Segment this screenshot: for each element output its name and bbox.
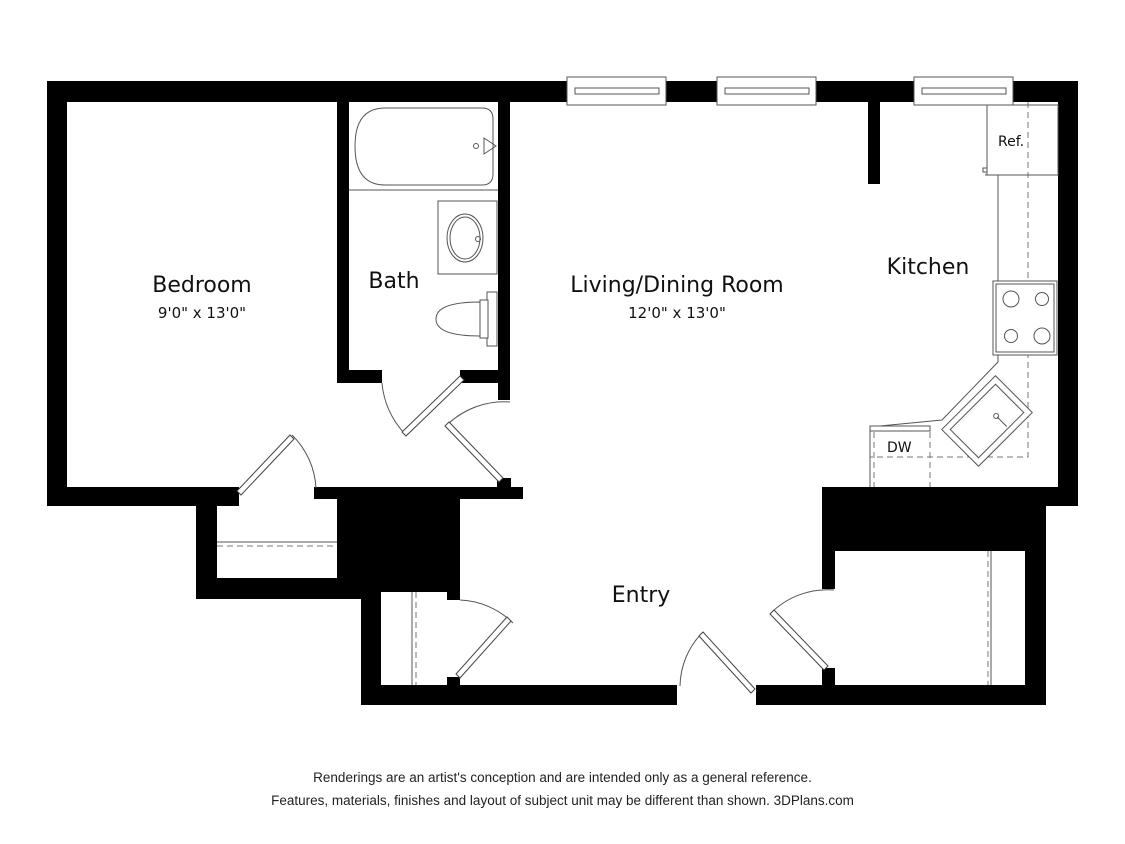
wall-closet2-door-jamb bbox=[447, 580, 460, 600]
room-name-bath: Bath bbox=[368, 269, 419, 294]
wall-closet3-left bbox=[822, 487, 835, 589]
room-name-entry: Entry bbox=[612, 583, 671, 608]
wall-closet3-jamb bbox=[822, 668, 835, 688]
door-entry-closet-right[interactable] bbox=[769, 589, 835, 671]
wall-bath-left bbox=[337, 102, 349, 383]
sink-icon bbox=[437, 200, 498, 275]
toilet-icon bbox=[435, 291, 498, 347]
door-bath[interactable] bbox=[381, 375, 465, 437]
window-1 bbox=[566, 76, 667, 106]
room-name-bedroom: Bedroom bbox=[152, 273, 252, 298]
kitchen-sink-icon bbox=[941, 375, 1033, 467]
closet-shelves bbox=[217, 541, 992, 685]
room-dimensions-living: 12'0" x 13'0" bbox=[628, 304, 726, 322]
door-main-entry[interactable] bbox=[679, 631, 756, 694]
disclaimer-line-2: Features, materials, finishes and layout… bbox=[271, 793, 854, 808]
wall-bottom-left bbox=[361, 685, 677, 705]
wall-bath-right bbox=[498, 102, 510, 400]
wall-left bbox=[47, 81, 67, 506]
wall-right bbox=[1058, 81, 1078, 506]
wall-top-mid1 bbox=[661, 81, 719, 102]
wall-closet2-left bbox=[361, 578, 381, 704]
wall-bedroom-bottom-right bbox=[314, 487, 523, 499]
wall-top-mid2 bbox=[815, 81, 918, 102]
wall-closet3-block bbox=[834, 499, 1025, 551]
dishwasher-label: DW bbox=[887, 440, 912, 456]
wall-top-left bbox=[47, 81, 568, 102]
wall-closet1-bottom bbox=[196, 578, 361, 599]
wall-closet3-right bbox=[1025, 487, 1046, 705]
wall-kitchen-stub bbox=[868, 102, 880, 184]
refrigerator-icon: Ref. bbox=[982, 104, 1059, 176]
wall-bottom-right bbox=[756, 685, 1046, 705]
door-bedroom-closet[interactable] bbox=[236, 434, 317, 496]
wall-bedroom-bottom-left bbox=[47, 487, 239, 506]
wall-closet1-left bbox=[196, 487, 217, 599]
wall-bath-bottom-left bbox=[337, 370, 382, 383]
window-2 bbox=[716, 76, 817, 106]
room-name-living: Living/Dining Room bbox=[570, 273, 783, 298]
wall-bath-bottom-right bbox=[460, 370, 510, 383]
door-entry-closet-left[interactable] bbox=[455, 599, 514, 679]
stove-icon bbox=[992, 280, 1058, 356]
refrigerator-label: Ref. bbox=[998, 134, 1024, 150]
wall-closet2-door-jamb-bottom bbox=[447, 677, 460, 687]
dishwasher-icon: DW bbox=[869, 425, 931, 487]
bathtub-icon bbox=[349, 107, 498, 191]
walls bbox=[47, 81, 1078, 705]
room-name-kitchen: Kitchen bbox=[887, 255, 970, 280]
kitchen-fixtures: Ref. DW bbox=[869, 102, 1059, 487]
windows bbox=[566, 76, 1014, 106]
bath-fixtures bbox=[349, 107, 498, 347]
disclaimer-line-1: Renderings are an artist's conception an… bbox=[313, 770, 812, 785]
door-hall[interactable] bbox=[444, 401, 511, 483]
doors bbox=[236, 375, 835, 694]
window-3 bbox=[913, 76, 1014, 106]
room-dimensions-bedroom: 9'0" x 13'0" bbox=[158, 304, 246, 322]
room-labels: Bedroom 9'0" x 13'0" Bath Living/Dining … bbox=[152, 255, 969, 608]
wall-closet1-right bbox=[337, 499, 460, 592]
